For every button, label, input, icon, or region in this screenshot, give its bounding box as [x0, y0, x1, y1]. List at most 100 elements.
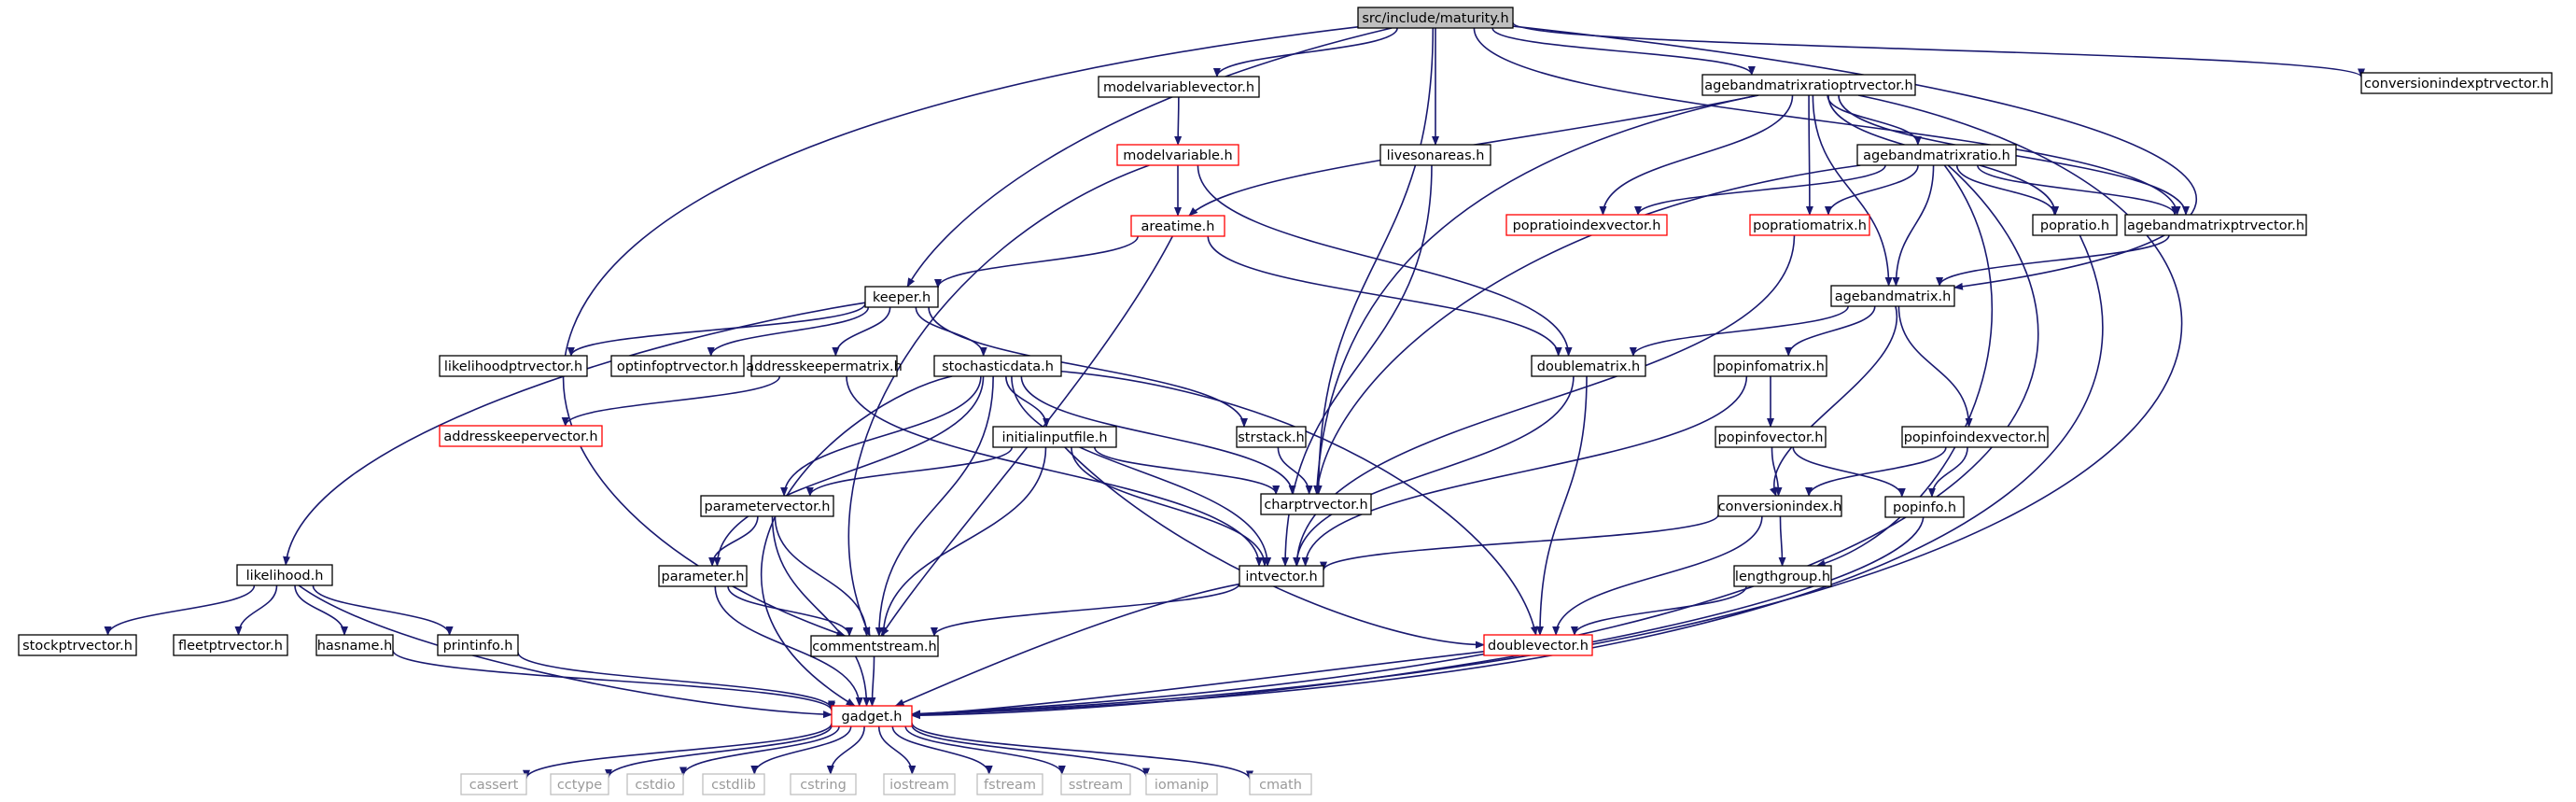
node-addresskeepervector[interactable]: addresskeepervector.h — [439, 425, 603, 447]
node-keeper[interactable]: keeper.h — [864, 286, 939, 308]
node-label: livesonareas.h — [1387, 148, 1485, 163]
edge-layer — [104, 21, 2365, 781]
edge-doublematrix-to-intvector — [1293, 375, 1575, 567]
node-maturity[interactable]: src/include/maturity.h — [1357, 7, 1514, 29]
edge-stochasticdata-to-commentstream — [875, 375, 994, 637]
node-gadget[interactable]: gadget.h — [831, 705, 913, 727]
node-agebandmatrixratio[interactable]: agebandmatrixratio.h — [1856, 144, 2017, 166]
node-livesonareas[interactable]: livesonareas.h — [1379, 144, 1491, 166]
edge-agebandmatrixratioptrvector-to-charptrvector — [1313, 94, 1759, 495]
node-box — [550, 773, 609, 795]
node-box — [1236, 426, 1307, 448]
node-conversionindexptrvector[interactable]: conversionindexptrvector.h — [2360, 72, 2553, 94]
node-parameter[interactable]: parameter.h — [658, 565, 748, 587]
edge-initialinputfile-to-charptrvector — [1093, 446, 1281, 495]
edge-initialinputfile-to-intvector — [1071, 446, 1269, 567]
edge-gadget-to-cstring — [826, 725, 865, 775]
node-doublematrix[interactable]: doublematrix.h — [1531, 355, 1646, 377]
node-optinfoptrvector[interactable]: optinfoptrvector.h — [610, 355, 745, 377]
node-label: cctype — [557, 778, 602, 793]
node-box — [864, 286, 939, 308]
node-label: parametervector.h — [704, 499, 830, 514]
node-areatime[interactable]: areatime.h — [1130, 215, 1225, 237]
node-conversionindex[interactable]: conversionindex.h — [1717, 495, 1842, 517]
node-initialinputfile[interactable]: initialinputfile.h — [992, 426, 1117, 448]
node-box — [1116, 144, 1239, 166]
node-agebandmatrix[interactable]: agebandmatrix.h — [1830, 285, 1955, 307]
node-addresskeepermatrix[interactable]: addresskeepermatrix.h — [746, 355, 903, 377]
node-label: printinfo.h — [443, 639, 513, 654]
edge-printinfo-to-gadget — [517, 652, 835, 711]
node-likelihoodptrvector[interactable]: likelihoodptrvector.h — [439, 355, 588, 377]
edge-gadget-to-cstdio — [679, 725, 840, 777]
node-label: fleetptrvector.h — [178, 639, 283, 654]
node-box — [315, 634, 394, 656]
node-agebandmatrixptrvector[interactable]: agebandmatrixptrvector.h — [2124, 214, 2307, 236]
edge-commentstream-to-gadget — [868, 655, 876, 707]
edge-modelvariablevector-to-modelvariable — [1174, 96, 1183, 146]
node-modelvariablevector[interactable]: modelvariablevector.h — [1098, 76, 1260, 98]
edge-agebandmatrix-to-conversionindex — [1769, 305, 1898, 497]
node-box — [1098, 76, 1260, 98]
node-modelvariable[interactable]: modelvariable.h — [1116, 144, 1239, 166]
edge-agebandmatrix-to-popinfoindexvector — [1897, 305, 1973, 428]
node-charptrvector[interactable]: charptrvector.h — [1260, 493, 1372, 515]
node-doublevector[interactable]: doublevector.h — [1483, 634, 1593, 656]
node-popinfomatrix[interactable]: popinfomatrix.h — [1714, 355, 1827, 377]
node-agebandmatrixratioptrvector[interactable]: agebandmatrixratioptrvector.h — [1701, 74, 1916, 96]
node-fleetptrvector[interactable]: fleetptrvector.h — [173, 634, 288, 656]
node-label: conversionindexptrvector.h — [2364, 77, 2549, 91]
edge-stochasticdata-to-intvector — [1011, 375, 1272, 567]
node-cstring: cstring — [790, 773, 857, 795]
node-popinfoindexvector[interactable]: popinfoindexvector.h — [1901, 426, 2049, 448]
edge-agebandmatrixratioptrvector-to-agebandmatrixratio — [1827, 94, 1922, 146]
node-box — [700, 495, 834, 517]
node-popinfovector[interactable]: popinfovector.h — [1715, 426, 1827, 448]
node-label: popinfomatrix.h — [1716, 359, 1825, 374]
edge-agebandmatrixratioptrvector-to-popratioindexvector — [1599, 94, 1794, 216]
node-box — [2032, 214, 2118, 236]
node-intvector[interactable]: intvector.h — [1239, 565, 1324, 587]
edge-popratio-to-gadget — [911, 234, 2104, 719]
edge-initialinputfile-to-doublevector — [1064, 446, 1485, 649]
node-box — [1145, 773, 1218, 795]
node-cctype: cctype — [550, 773, 609, 795]
node-lengthgroup[interactable]: lengthgroup.h — [1733, 565, 1832, 587]
node-cmath: cmath — [1249, 773, 1312, 795]
node-box — [173, 634, 288, 656]
node-parametervector[interactable]: parametervector.h — [700, 495, 834, 517]
node-popinfo[interactable]: popinfo.h — [1884, 496, 1965, 518]
edge-parameter-to-commentstream — [727, 585, 853, 637]
edge-maturity-to-agebandmatrix — [1512, 25, 2198, 290]
edge-agebandmatrixratio-to-popratio — [1955, 164, 2059, 216]
node-popratioindexvector[interactable]: popratioindexvector.h — [1505, 214, 1668, 236]
edge-maturity-to-commentstream — [562, 26, 1359, 637]
node-popratio[interactable]: popratio.h — [2032, 214, 2118, 236]
edge-maturity-to-keeper — [906, 27, 1393, 288]
node-label: initialinputfile.h — [1001, 430, 1107, 445]
edge-hasname-to-gadget — [392, 650, 835, 712]
node-box — [1130, 215, 1225, 237]
node-stochasticdata[interactable]: stochasticdata.h — [933, 355, 1062, 377]
node-iomanip: iomanip — [1145, 773, 1218, 795]
edge-keeper-to-strstack — [928, 306, 1248, 428]
node-box — [1714, 355, 1827, 377]
node-popratiomatrix[interactable]: popratiomatrix.h — [1749, 214, 1870, 236]
node-likelihood[interactable]: likelihood.h — [236, 564, 333, 586]
node-printinfo[interactable]: printinfo.h — [437, 634, 519, 656]
node-box — [1733, 565, 1832, 587]
node-box — [1060, 773, 1131, 795]
node-label: popinfo.h — [1893, 500, 1956, 515]
node-stockptrvector[interactable]: stockptrvector.h — [18, 634, 137, 656]
edge-likelihood-to-printinfo — [312, 584, 454, 636]
node-hasname[interactable]: hasname.h — [315, 634, 394, 656]
node-box — [1856, 144, 2017, 166]
edge-parametervector-to-parameter — [708, 515, 759, 567]
node-commentstream[interactable]: commentstream.h — [810, 635, 939, 657]
node-box — [933, 355, 1062, 377]
node-label: stockptrvector.h — [22, 639, 133, 654]
edge-intvector-to-commentstream — [931, 583, 1240, 637]
node-strstack[interactable]: strstack.h — [1236, 426, 1307, 448]
edge-popinfomatrix-to-intvector — [1301, 375, 1748, 567]
edge-agebandmatrixptrvector-to-agebandmatrix — [1936, 234, 2170, 287]
